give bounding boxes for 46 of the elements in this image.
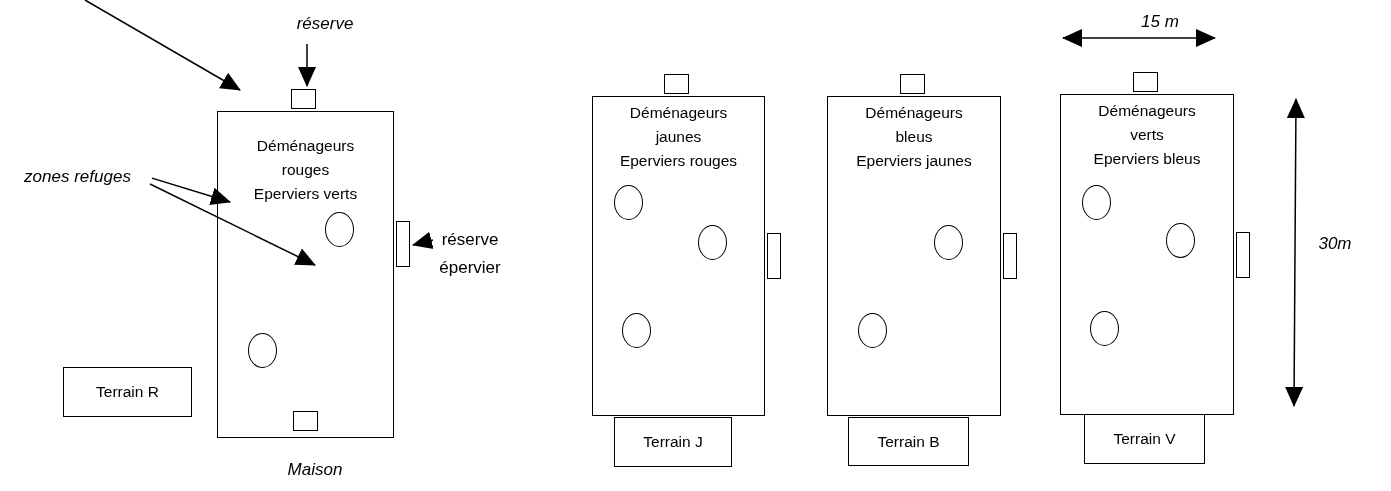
terrain-box: Terrain V [1084,414,1205,464]
arrow [151,177,231,206]
reserve-box [1236,232,1250,278]
reserve-box [291,89,316,109]
refuge-circle [622,313,651,348]
refuge-circle [248,333,277,368]
dimension-label: 15 m [1140,11,1180,33]
playing-field [592,96,765,416]
team-label: Eperviers jaunes [855,151,973,171]
refuge-circle [1090,311,1119,346]
reserve-box [1133,72,1158,92]
annotation-text: zones refuges [5,163,150,191]
refuge-circle [614,185,643,220]
refuge-circle [1082,185,1111,220]
leader-line [84,0,241,91]
team-label: Déménageurs jaunes [628,103,729,147]
reserve-box [293,411,318,431]
dimension-label: 30m [1317,233,1353,255]
team-label: Eperviers rouges [618,151,739,171]
refuge-circle [858,313,887,348]
terrain-box: Terrain J [614,417,732,467]
reserve-box [396,221,410,267]
reserve-box [664,74,689,94]
refuge-circle [1166,223,1195,258]
terrain-box: Terrain B [848,417,969,466]
terrain-box: Terrain R [63,367,192,417]
reserve-box [900,74,925,94]
refuge-circle [934,225,963,260]
team-label: Déménageurs bleus [864,103,964,147]
arrow [298,43,316,87]
arrow [412,231,434,250]
arrow [149,183,316,266]
team-label: Eperviers verts [252,184,359,204]
team-label: Déménageurs rouges [255,136,356,180]
playing-field [217,111,394,438]
playing-field [1060,94,1234,415]
reserve-box [1003,233,1017,279]
team-label: Déménageurs verts [1097,101,1197,145]
annotation-text: réserve [280,10,370,38]
refuge-circle [325,212,354,247]
team-label: Eperviers bleus [1092,149,1202,169]
place-label: Maison [286,459,344,481]
playing-field [827,96,1001,416]
annotation-text: réserve épervier [432,226,508,282]
reserve-box [767,233,781,279]
refuge-circle [698,225,727,260]
